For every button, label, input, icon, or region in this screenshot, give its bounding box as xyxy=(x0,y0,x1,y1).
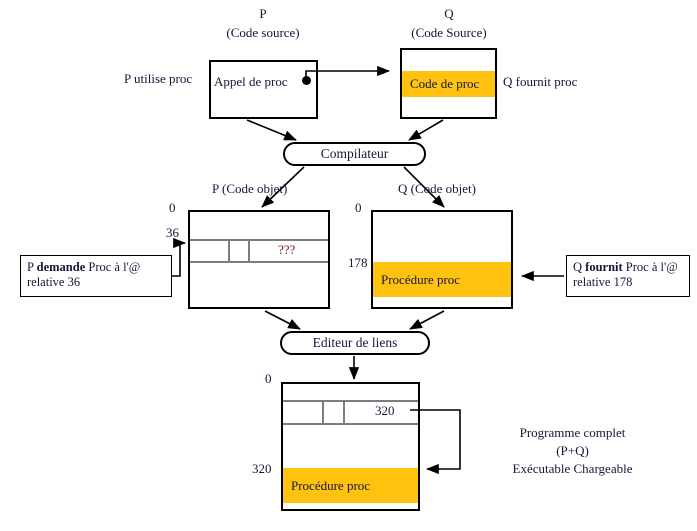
arrow-p-object-to-linker xyxy=(264,310,301,330)
arrow-p-call-to-q-code xyxy=(305,65,390,80)
label-p-utilise-proc: P utilise proc xyxy=(124,71,193,86)
compiler-node: Compilateur xyxy=(283,142,426,166)
final-row-bottom-line xyxy=(283,423,418,425)
note-p-rest: Proc à l'@ xyxy=(85,260,141,274)
final-address-band: 320 xyxy=(252,461,272,476)
note-p-bold: demande xyxy=(36,260,86,274)
final-cell-value: 320 xyxy=(375,403,395,418)
final-proc-band: Procédure proc xyxy=(283,468,418,503)
label-q-fournit-proc: Q fournit proc xyxy=(503,74,578,89)
p-object-row-top-line xyxy=(190,239,328,241)
final-cell-divider-1 xyxy=(322,400,324,423)
final-cell-divider-2 xyxy=(343,400,345,423)
p-object-cell-divider-2 xyxy=(248,239,250,261)
p-object-cell-value: ??? xyxy=(278,242,296,257)
call-site-dot xyxy=(302,76,311,85)
label-p-code-objet: P (Code objet) xyxy=(212,181,288,196)
arrow-note-p-to-row xyxy=(172,237,186,277)
final-caption-line-2: (P+Q) xyxy=(556,443,589,458)
arrow-q-source-to-compiler xyxy=(408,119,444,141)
p-object-address-top: 0 xyxy=(169,200,176,215)
q-object-proc-band: Procédure proc xyxy=(373,262,511,297)
q-source-proc-band-text: Code de proc xyxy=(410,76,480,91)
linker-node: Editeur de liens xyxy=(280,331,430,355)
final-proc-band-text: Procédure proc xyxy=(291,477,371,493)
label-q-title: Q xyxy=(444,6,454,21)
final-row-top-line xyxy=(283,400,418,402)
note-p-demande: P demande Proc à l'@ relative 36 xyxy=(20,255,172,297)
note-p-prefix: P xyxy=(27,260,37,274)
final-address-top: 0 xyxy=(265,371,272,386)
compiler-label: Compilateur xyxy=(320,146,389,161)
p-source-box xyxy=(209,60,318,119)
linker-label: Editeur de liens xyxy=(312,335,398,350)
note-p-line2: relative 36 xyxy=(27,275,81,289)
p-source-box-text: Appel de proc xyxy=(214,74,288,89)
note-q-bold: fournit xyxy=(585,260,623,274)
label-p-title: P xyxy=(259,6,267,21)
final-caption-line-3: Exécutable Chargeable xyxy=(512,461,633,476)
final-caption-line-1: Programme complet xyxy=(519,425,626,440)
arrow-q-object-to-linker xyxy=(409,310,445,330)
p-object-row-bottom-line xyxy=(190,261,328,263)
arrow-p-source-to-compiler xyxy=(246,119,297,141)
label-q-code-objet: Q (Code objet) xyxy=(398,181,476,196)
label-q-subtitle: (Code Source) xyxy=(411,25,487,40)
q-object-proc-band-text: Procédure proc xyxy=(381,271,461,287)
label-p-subtitle: (Code source) xyxy=(226,25,300,40)
p-object-cell-divider-1 xyxy=(228,239,230,261)
note-q-rest: Proc à l'@ xyxy=(622,260,678,274)
note-q-fournit: Q fournit Proc à l'@ relative 178 xyxy=(566,255,690,297)
p-object-box xyxy=(188,210,330,309)
note-q-prefix: Q xyxy=(573,260,586,274)
note-q-line2: relative 178 xyxy=(573,275,633,289)
q-source-proc-band: Code de proc xyxy=(402,71,495,97)
q-object-address-top: 0 xyxy=(355,200,362,215)
p-object-address-row: 36 xyxy=(166,225,179,240)
q-object-address-band: 178 xyxy=(348,255,368,270)
